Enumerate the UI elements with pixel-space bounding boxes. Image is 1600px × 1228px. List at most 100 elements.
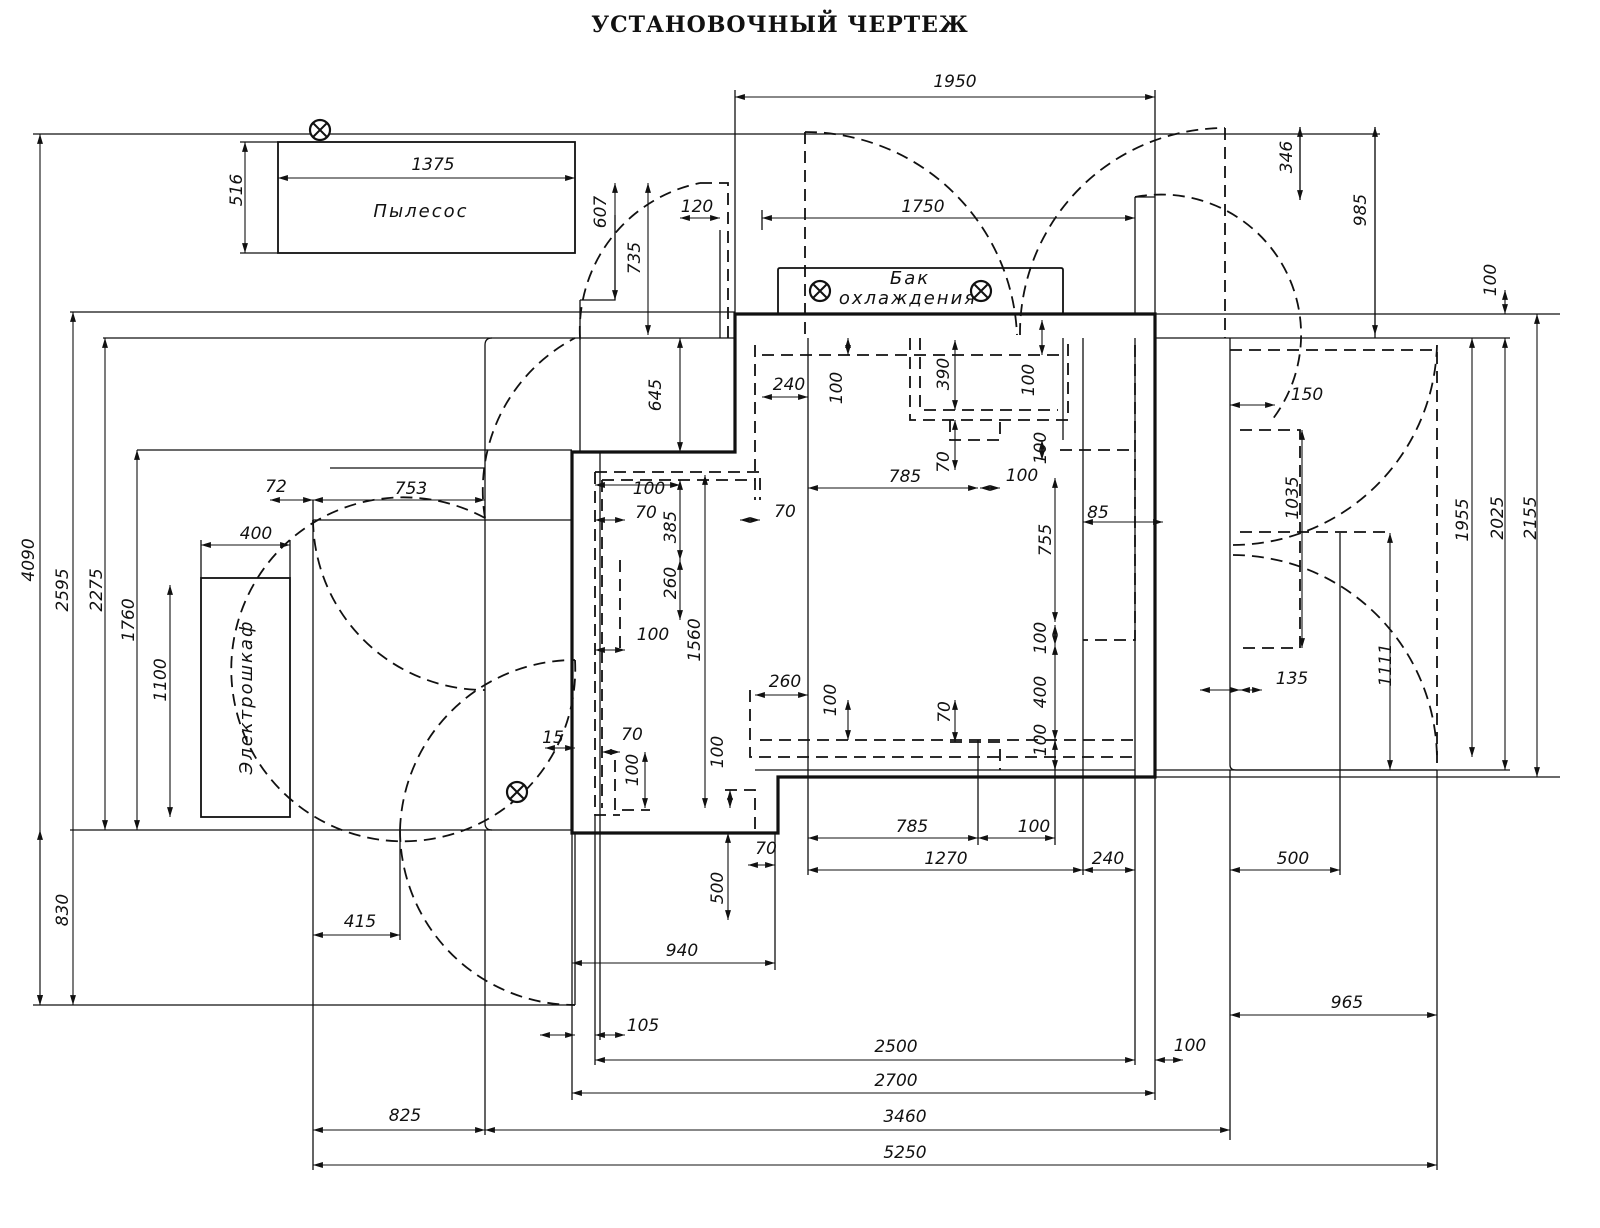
- hidden-line: [949, 420, 1001, 441]
- drawing-line: [484, 345, 493, 831]
- dimension-label: 100: [1006, 466, 1038, 486]
- dimension-label: 260: [661, 567, 681, 599]
- dimension-label: 2025: [1488, 496, 1508, 539]
- dimension-label: 100: [1019, 364, 1039, 396]
- dimension-label: 2275: [87, 568, 107, 611]
- hidden-line: [399, 659, 576, 831]
- drawing-line: [1229, 338, 1437, 771]
- dimension-lines: [37, 94, 1540, 1168]
- dimension-label: 15: [542, 728, 564, 748]
- dimension-label: 150: [1291, 385, 1323, 405]
- hidden-line: [1232, 344, 1438, 546]
- dimension-label: 965: [1331, 993, 1363, 1013]
- dimension-label: 753: [395, 479, 427, 499]
- hidden-line: [1232, 554, 1438, 761]
- dimension-label: 1270: [924, 849, 967, 869]
- dimension-label: 785: [896, 817, 928, 837]
- dimension-label: 70: [935, 701, 955, 723]
- dimension-label: 500: [1277, 849, 1309, 869]
- dimension-label: 1750: [901, 197, 944, 217]
- dimension-label: 1375: [411, 155, 454, 175]
- dimension-label: 400: [240, 524, 272, 544]
- dimension-label: 72: [265, 477, 287, 497]
- dimension-label: 2595: [53, 568, 73, 611]
- dimension-label: 240: [773, 375, 805, 395]
- hidden-line: [804, 131, 1018, 336]
- dimension-label: 1955: [1453, 498, 1473, 541]
- dimension-label: 830: [53, 894, 73, 926]
- valve-cross: [812, 283, 828, 299]
- hidden-line: [919, 338, 1058, 411]
- hidden-line: [725, 789, 756, 833]
- dimension-label: 755: [1036, 524, 1056, 556]
- dimension-label: 2700: [874, 1071, 917, 1091]
- dimension-label: 1100: [151, 658, 171, 701]
- dimension-label: 985: [1351, 194, 1371, 226]
- dimension-label: 1035: [1283, 476, 1303, 519]
- hidden-line: [1240, 429, 1301, 649]
- dimension-label: 2500: [874, 1037, 917, 1057]
- valve-cross: [312, 122, 328, 138]
- dimension-label: 516: [227, 174, 247, 207]
- dimension-label: 100: [1031, 724, 1051, 756]
- dimension-label: 100: [1018, 817, 1050, 837]
- dimension-label: 100: [1031, 622, 1051, 654]
- dimension-label: 100: [637, 625, 669, 645]
- hidden-line: [594, 472, 620, 816]
- dimension-label: 940: [666, 941, 698, 961]
- dimension-label: 120: [681, 197, 713, 217]
- dimension-label: 100: [821, 684, 841, 716]
- hidden-line: [1134, 193, 1302, 421]
- dimension-label: 135: [1276, 669, 1308, 689]
- valve-cross: [973, 283, 989, 299]
- valve-cross: [509, 784, 525, 800]
- valve-icon: [969, 279, 993, 303]
- dimension-label: 70: [934, 451, 954, 473]
- dimension-label: 260: [769, 672, 801, 692]
- hidden-line: [950, 741, 1001, 770]
- electrical-cabinet-label: Электрошкаф: [236, 620, 257, 776]
- dimension-label: 70: [774, 502, 796, 522]
- valve-icon: [808, 279, 832, 303]
- dimension-label: 1760: [119, 598, 139, 641]
- dimension-label: 70: [635, 503, 657, 523]
- dimension-label: 100: [633, 479, 665, 499]
- cooling-tank-label-1: Бак: [890, 268, 930, 289]
- dimension-label: 100: [1174, 1036, 1206, 1056]
- hidden-line: [578, 182, 701, 339]
- dimension-label: 607: [591, 196, 611, 229]
- dimension-label: 400: [1031, 676, 1051, 708]
- valve-icon: [308, 118, 332, 142]
- dimension-label: 415: [344, 912, 376, 932]
- dimension-label: 735: [625, 242, 645, 274]
- hidden-line: [312, 519, 486, 691]
- dimension-label: 100: [1031, 432, 1051, 464]
- dimension-label: 85: [1087, 503, 1109, 523]
- cooling-tank: [777, 267, 1064, 314]
- electrical-cabinet: [200, 577, 291, 818]
- vacuum-cleaner-unit: [277, 141, 576, 254]
- dimension-label: 1560: [685, 618, 705, 661]
- geometry-layer: [33, 90, 1560, 1170]
- dimension-label: 4090: [19, 538, 39, 581]
- dimension-label: 390: [934, 358, 954, 390]
- dimension-label: 1950: [933, 72, 976, 92]
- dimension-label: 5250: [883, 1143, 926, 1163]
- dimension-label: 2155: [1521, 496, 1541, 539]
- cooling-tank-label-2: охлаждения: [839, 288, 977, 309]
- dimension-label: 3460: [883, 1107, 926, 1127]
- dimension-label: 346: [1277, 141, 1297, 174]
- hidden-line: [1230, 349, 1438, 770]
- vacuum-cleaner-label: Пылесос: [373, 201, 468, 222]
- drawing-title: УСТАНОВОЧНЫЙ ЧЕРТЕЖ: [591, 12, 969, 38]
- hidden-line: [399, 829, 576, 1006]
- hidden-line: [481, 337, 576, 519]
- drawing-line: [484, 337, 493, 346]
- hidden-line: [909, 338, 1069, 421]
- dimension-label: 385: [661, 511, 681, 543]
- dimension-label: 70: [621, 725, 643, 745]
- dimension-label: 70: [755, 839, 777, 859]
- dimension-label: 785: [889, 467, 921, 487]
- hidden-line: [700, 182, 729, 338]
